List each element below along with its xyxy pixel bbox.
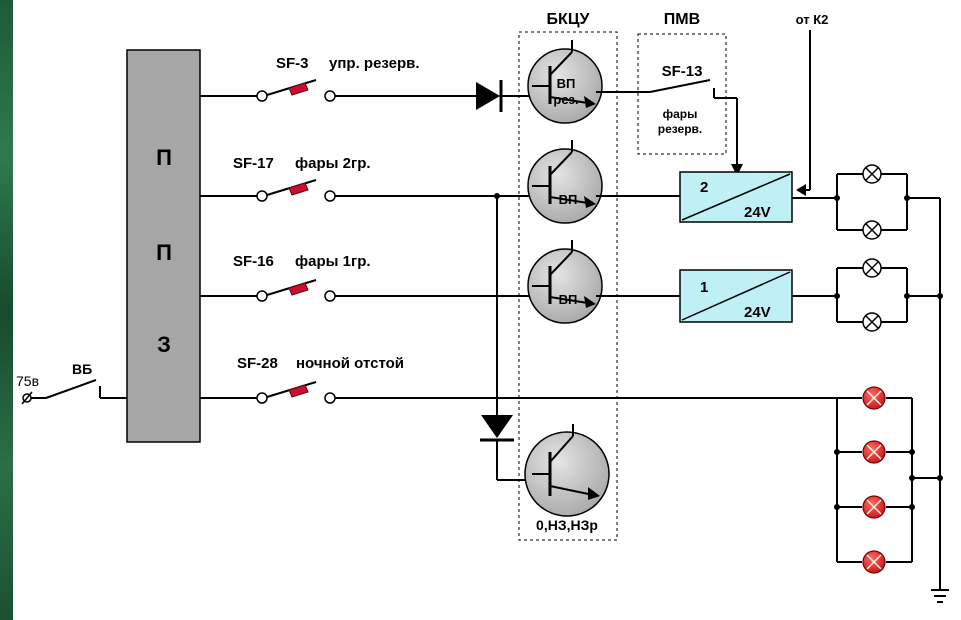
lamp-icon <box>862 312 882 332</box>
pmv-switch <box>596 79 743 176</box>
pmv-label: ПМВ <box>664 11 700 28</box>
pmv-switch-id: SF-13 <box>662 63 703 80</box>
red-lamp-icon <box>862 440 886 464</box>
breaker-sf17-desc: фары 2гр. <box>295 155 371 172</box>
breaker-sf28-id: SF-28 <box>237 355 278 372</box>
breaker-sf28-desc: ночной отстой <box>296 355 404 372</box>
breaker-sf3-id: SF-3 <box>276 55 309 72</box>
supply-switch-label: ВБ <box>72 361 92 377</box>
background-strip <box>0 0 13 620</box>
panel-ppz <box>126 49 201 443</box>
red-lamp-icon <box>862 550 886 574</box>
panel-label-3: З <box>157 332 171 357</box>
lamp-icon <box>862 220 882 240</box>
lamp-icon <box>862 164 882 184</box>
converter-2 <box>679 171 793 223</box>
k2-wire <box>796 30 811 196</box>
supply-switch <box>31 379 127 399</box>
ground-bus <box>937 198 943 590</box>
supply-voltage: 75в <box>16 373 39 389</box>
panel-label-1: П <box>156 145 172 170</box>
breaker-sf3-desc: упр. резерв. <box>329 55 420 72</box>
from-k2-label: от К2 <box>796 12 829 27</box>
pmv-switch-desc-2: резерв. <box>658 122 703 136</box>
red-lamp-icon <box>862 386 886 410</box>
bkcu-label: БКЦУ <box>547 11 591 28</box>
transistor-4-label: 0,НЗ,НЗр <box>536 517 598 533</box>
transistor-3-label: ВП <box>559 292 578 307</box>
converter-2-voltage: 24V <box>744 204 771 221</box>
transistor-1-label: ВП <box>557 76 576 91</box>
supply-terminal <box>21 391 33 405</box>
branch-wire <box>480 193 532 481</box>
converter-1-num: 1 <box>700 279 708 296</box>
converter-2-num: 2 <box>700 179 708 196</box>
diode-reserve <box>476 80 532 112</box>
breaker-sf17 <box>200 179 532 202</box>
converter-1 <box>679 269 793 323</box>
transistor-0-nz <box>524 424 610 517</box>
transistor-2-label: ВП <box>559 192 578 207</box>
breaker-sf3 <box>200 79 476 102</box>
converter-1-voltage: 24V <box>744 304 771 321</box>
pmv-switch-desc-1: фары <box>663 107 698 121</box>
breaker-sf17-id: SF-17 <box>233 155 274 172</box>
breaker-sf28 <box>200 381 862 404</box>
panel-label-2: П <box>156 240 172 265</box>
breaker-sf16-id: SF-16 <box>233 253 274 270</box>
transistor-1-sublabel: рез. <box>553 92 578 107</box>
breaker-sf16-desc: фары 1гр. <box>295 253 371 270</box>
breaker-sf16 <box>200 279 532 302</box>
lamp-group-1 <box>792 267 940 323</box>
transistor-vp-2 <box>527 140 603 224</box>
pmv-block <box>637 33 727 155</box>
red-lamp-icon <box>862 495 886 519</box>
transistor-vp-reserve <box>527 40 603 124</box>
ground-icon <box>931 589 949 603</box>
bkcu-block <box>518 31 618 541</box>
lamp-icon <box>862 258 882 278</box>
red-lamp-group <box>834 397 940 563</box>
lamp-group-2 <box>792 173 940 231</box>
transistor-vp-3 <box>527 240 603 324</box>
